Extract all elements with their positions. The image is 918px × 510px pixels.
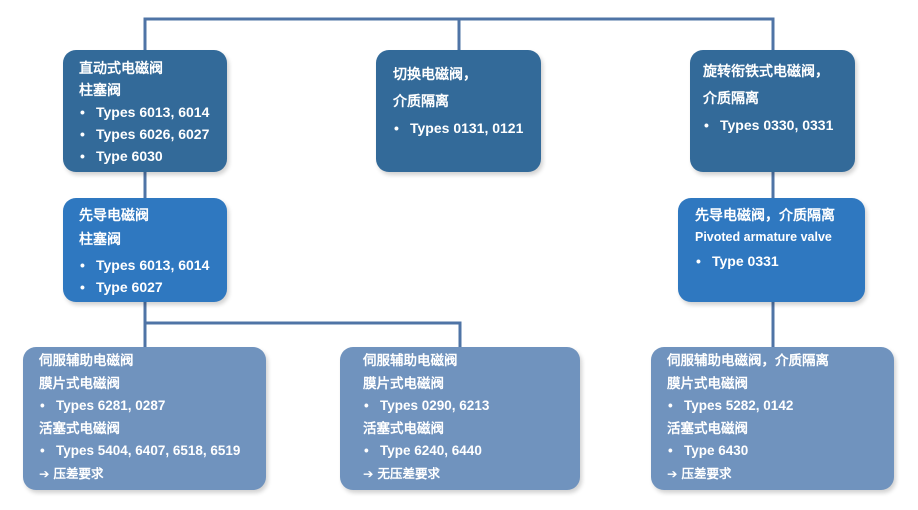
box-subtitle: 介质隔离: [393, 93, 449, 109]
arrow-right-icon: ➔: [667, 466, 678, 481]
list-item: Types 0330, 0331: [703, 114, 849, 137]
box-subtitle: Pivoted armature valve: [695, 230, 832, 244]
arrow-right-icon: ➔: [39, 466, 50, 481]
arrow-right-icon: ➔: [363, 466, 374, 481]
piston-heading: 活塞式电磁阀: [39, 420, 120, 436]
diaphragm-heading: 膜片式电磁阀: [363, 375, 444, 391]
servo-valve-box-left: 伺服辅助电磁阀 膜片式电磁阀 Types 6281, 0287 活塞式电磁阀 T…: [23, 347, 266, 490]
box-subtitle: 介质隔离: [703, 90, 759, 106]
list-item: Type 6430: [667, 440, 890, 463]
servo-valve-box-right: 伺服辅助电磁阀，介质隔离 膜片式电磁阀 Types 5282, 0142 活塞式…: [651, 347, 894, 490]
list-item: Type 6030: [79, 145, 217, 167]
list-item: Type 6240, 6440: [363, 440, 576, 463]
list-item: Types 5282, 0142: [667, 395, 890, 418]
list-item: Types 5404, 6407, 6518, 6519: [39, 440, 262, 463]
list-item: Types 6281, 0287: [39, 395, 262, 418]
list-item: Types 6026, 6027: [79, 123, 217, 145]
pilot-isolated-valve-box: 先导电磁阀，介质隔离 Pivoted armature valve Type 0…: [678, 198, 865, 302]
list-item: Type 0331: [695, 250, 859, 272]
diaphragm-heading: 膜片式电磁阀: [39, 375, 120, 391]
direct-acting-valve-box: 直动式电磁阀 柱塞阀 Types 6013, 6014 Types 6026, …: [63, 50, 227, 172]
box-title: 伺服辅助电磁阀: [39, 353, 134, 368]
box-title: 直动式电磁阀: [79, 60, 163, 76]
diaphragm-heading: 膜片式电磁阀: [667, 375, 748, 391]
box-title: 先导电磁阀，介质隔离: [695, 207, 835, 223]
piston-heading: 活塞式电磁阀: [363, 420, 444, 436]
box-title: 先导电磁阀: [79, 207, 149, 223]
box-subtitle: 柱塞阀: [79, 82, 121, 98]
pressure-note: ➔无压差要求: [363, 463, 576, 486]
list-item: Types 6013, 6014: [79, 101, 217, 123]
rocker-valve-box: 旋转衔铁式电磁阀， 介质隔离 Types 0330, 0331: [690, 50, 855, 172]
box-title: 伺服辅助电磁阀: [363, 353, 458, 368]
list-item: Types 6013, 6014: [79, 254, 217, 276]
box-title: 旋转衔铁式电磁阀，: [703, 63, 829, 79]
list-item: Types 0131, 0121: [393, 117, 531, 140]
pilot-valve-box: 先导电磁阀 柱塞阀 Types 6013, 6014 Type 6027: [63, 198, 227, 302]
note-text: 无压差要求: [377, 466, 440, 481]
box-title: 伺服辅助电磁阀，介质隔离: [667, 353, 829, 368]
switching-valve-box: 切换电磁阀， 介质隔离 Types 0131, 0121: [376, 50, 541, 172]
note-text: 压差要求: [681, 466, 732, 481]
box-subtitle: 柱塞阀: [79, 231, 121, 247]
box-title: 切换电磁阀，: [393, 66, 477, 82]
pressure-note: ➔压差要求: [39, 463, 262, 486]
servo-valve-box-middle: 伺服辅助电磁阀 膜片式电磁阀 Types 0290, 6213 活塞式电磁阀 T…: [340, 347, 580, 490]
list-item: Types 0290, 6213: [363, 395, 576, 418]
piston-heading: 活塞式电磁阀: [667, 420, 748, 436]
pressure-note: ➔压差要求: [667, 463, 890, 486]
left-branch-connector: [145, 321, 462, 347]
note-text: 压差要求: [53, 466, 104, 481]
list-item: Type 6027: [79, 276, 217, 298]
